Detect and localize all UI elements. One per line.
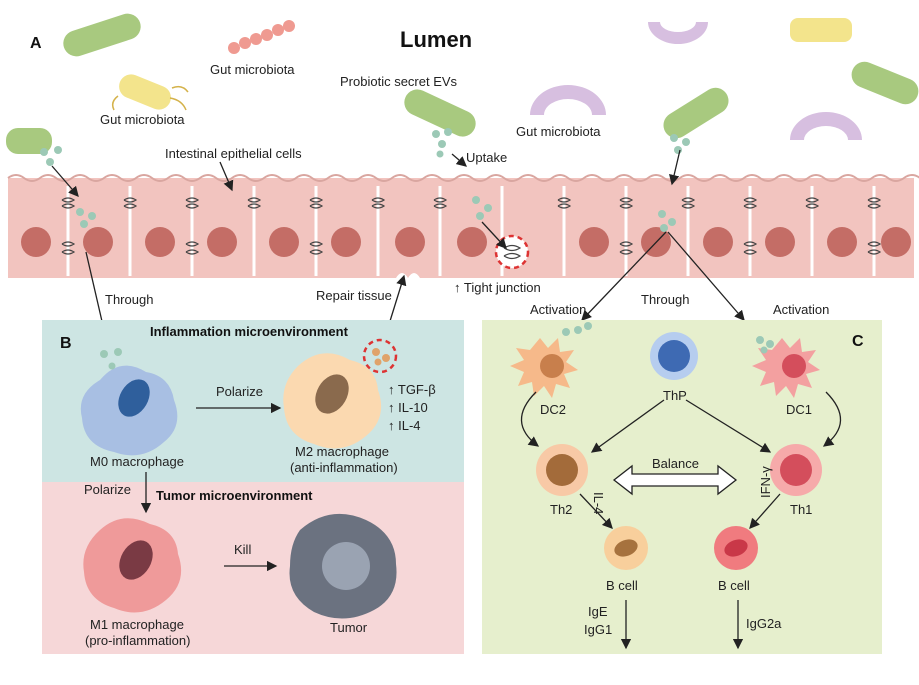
- m1-label-line2: (pro-inflammation): [85, 633, 190, 648]
- flagella-icon: [111, 85, 189, 111]
- through-label-right: Through: [641, 292, 689, 307]
- purple-bacterium-icon: [790, 112, 862, 140]
- b-cell-left-label: B cell: [606, 578, 638, 593]
- m2-factor-tgf: ↑ TGF-β: [388, 382, 436, 397]
- panel-a-arrows: [51, 149, 745, 335]
- m1-nucleus: [119, 540, 153, 580]
- through-label-left: Through: [105, 292, 153, 307]
- purple-bacterium-icon: [648, 22, 708, 44]
- ifn-gamma-label: IFN-γ: [758, 466, 773, 498]
- activation-label-right: Activation: [773, 302, 829, 317]
- tight-junction-highlight: [494, 234, 530, 270]
- m0-nucleus: [118, 379, 150, 417]
- green-bacterium-icon: [63, 13, 141, 57]
- tumor-nucleus: [322, 542, 370, 590]
- panel-c-arrows: [520, 391, 842, 650]
- il4-label: IL-4: [591, 492, 606, 514]
- uptake-label: Uptake: [466, 150, 507, 165]
- tumor-label: Tumor: [330, 620, 368, 635]
- panel-b-letter: B: [60, 335, 72, 352]
- cell-borders: [66, 186, 876, 276]
- igg2a-label: IgG2a: [746, 616, 782, 631]
- dc2-label: DC2: [540, 402, 566, 417]
- intestinal-epithelial-label: Intestinal epithelial cells: [165, 146, 302, 161]
- kill-label: Kill: [234, 542, 251, 557]
- gut-microbiota-label-top: Gut microbiota: [210, 62, 295, 77]
- probiotic-evs-label: Probiotic secret EVs: [340, 74, 458, 89]
- thp-label: ThP: [663, 388, 687, 403]
- polarize-label-right: Polarize: [216, 384, 263, 399]
- balance-label: Balance: [652, 456, 699, 471]
- inflammation-title: Inflammation microenvironment: [150, 324, 349, 339]
- b-cell-left-nucleus: [614, 539, 638, 557]
- th2-nucleus: [546, 454, 578, 486]
- gut-microbiota-label-left: Gut microbiota: [100, 112, 185, 127]
- green-bacterium-icon: [663, 87, 729, 139]
- epithelial-layer: [7, 174, 919, 278]
- dc2-cell-icon: [510, 338, 578, 398]
- th1-label: Th1: [790, 502, 812, 517]
- purple-bacterium-icon: [530, 85, 606, 115]
- m2-nucleus: [315, 374, 349, 414]
- m2-factor-il10: ↑ IL-10: [388, 400, 428, 415]
- m2-label-line1: M2 macrophage: [295, 444, 389, 459]
- m0-label: M0 macrophage: [90, 454, 184, 469]
- ige-label: IgE: [588, 604, 608, 619]
- igg1-label: IgG1: [584, 622, 612, 637]
- chain-bacterium-icon: [228, 20, 295, 54]
- b-cell-right-label: B cell: [718, 578, 750, 593]
- panel-b: B Inflammation microenvironment Tumor mi…: [42, 320, 464, 654]
- yellow-bacterium-icon: [119, 74, 171, 110]
- green-bacterium-icon: [404, 89, 476, 137]
- vesicles-lumen: [40, 128, 690, 166]
- bacteria-group: [6, 13, 919, 154]
- b-cell-right-nucleus: [724, 539, 748, 557]
- panel-c-letter: C: [852, 333, 864, 350]
- gut-microbiota-label-right: Gut microbiota: [516, 124, 601, 139]
- activation-label-left: Activation: [530, 302, 586, 317]
- tight-junction-label: ↑ Tight junction: [454, 280, 541, 295]
- m2-factor-il4: ↑ IL-4: [388, 418, 421, 433]
- th2-label: Th2: [550, 502, 572, 517]
- m2-label-line2: (anti-inflammation): [290, 460, 398, 475]
- th1-nucleus: [780, 454, 812, 486]
- panel-a-letter: A: [30, 35, 42, 52]
- repair-tissue-label: Repair tissue: [316, 288, 392, 303]
- dc1-cell-icon: [752, 338, 820, 398]
- thp-nucleus: [658, 340, 690, 372]
- green-bacterium-icon: [851, 61, 919, 105]
- tight-junction-icon: [503, 244, 522, 260]
- panel-c: C DC2 ThP DC1 Th2 Th1 Balance: [482, 320, 882, 654]
- microvilli: [7, 174, 919, 182]
- balance-double-arrow: [612, 464, 738, 496]
- junctions: [61, 197, 882, 255]
- dc1-label: DC1: [786, 402, 812, 417]
- lumen-title: Lumen: [400, 27, 472, 52]
- yellow-bacterium-icon: [790, 18, 852, 42]
- polarize-label-down: Polarize: [84, 482, 131, 497]
- nuclei: [21, 227, 911, 257]
- m1-label-line1: M1 macrophage: [90, 617, 184, 632]
- tumor-title: Tumor microenvironment: [156, 488, 313, 503]
- green-bacterium-icon: [6, 128, 52, 154]
- vesicles-epithelium: [76, 196, 676, 232]
- m2-vesicle-highlight: [362, 338, 398, 374]
